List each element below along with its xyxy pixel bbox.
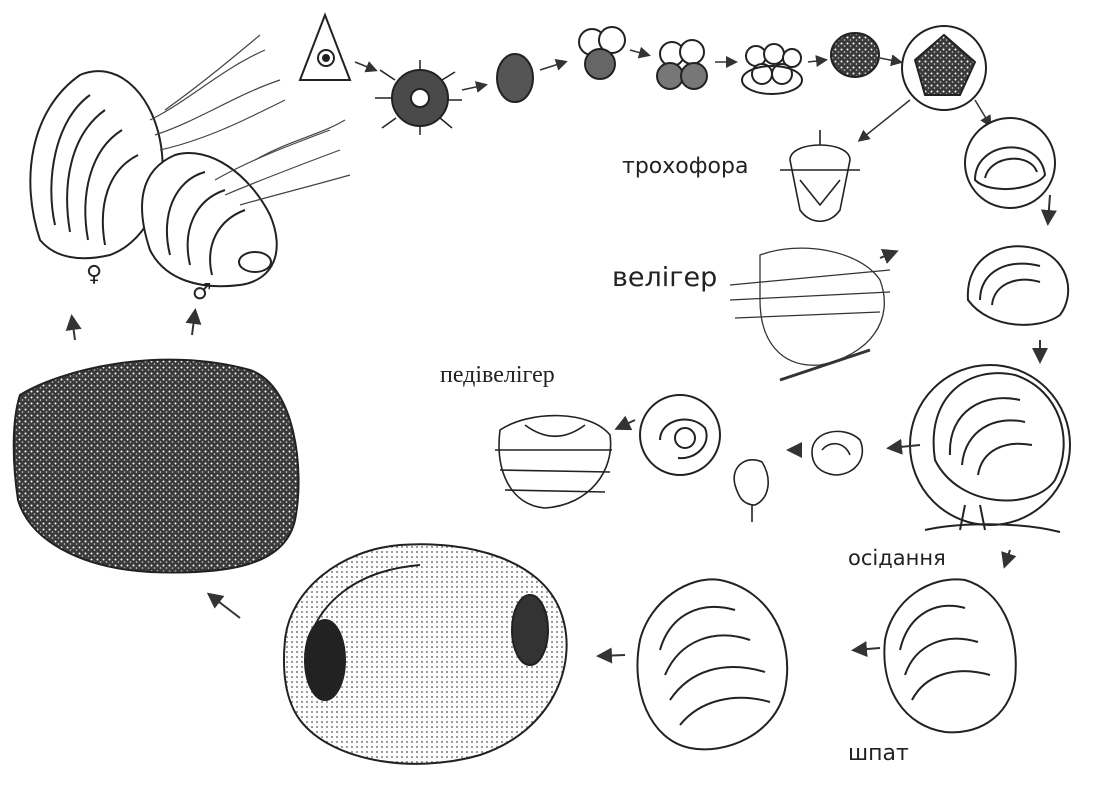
cultch-substrate xyxy=(14,360,299,573)
pediveliger-larva-inset xyxy=(640,395,720,475)
mature-oyster-shell xyxy=(284,544,567,764)
sperm-cell xyxy=(300,15,350,80)
cleavage-4-cell xyxy=(579,27,625,79)
male-symbol: ♂ xyxy=(192,280,212,305)
pediveliger-inset-large xyxy=(910,365,1070,532)
gastrula-inset xyxy=(902,26,986,110)
cleavage-8-cell xyxy=(657,40,707,89)
spat-shell xyxy=(884,579,1015,732)
blastula xyxy=(831,33,879,77)
cleavage-2-cell xyxy=(497,54,533,102)
female-symbol: ♀ xyxy=(86,262,102,287)
label-trochophore: трохофора xyxy=(622,154,748,179)
label-veliger: велігер xyxy=(612,262,717,293)
trochophore-larva xyxy=(780,130,860,221)
crawling-pediveliger xyxy=(495,416,612,508)
adult-male-oyster xyxy=(142,153,277,286)
early-veliger-inset xyxy=(965,118,1055,208)
veliger-larva xyxy=(730,248,890,380)
label-pediveliger: педівелігер xyxy=(440,362,555,389)
eyed-larva xyxy=(812,431,862,475)
label-settlement: осідання xyxy=(848,546,946,570)
young-oyster-shell xyxy=(637,579,787,749)
settling-larva xyxy=(734,460,768,522)
adult-female-oyster xyxy=(30,71,162,258)
fertilized-egg xyxy=(375,60,462,135)
label-spat: шпат xyxy=(848,741,909,766)
d-shaped-veliger xyxy=(968,246,1068,325)
morula xyxy=(742,44,802,94)
